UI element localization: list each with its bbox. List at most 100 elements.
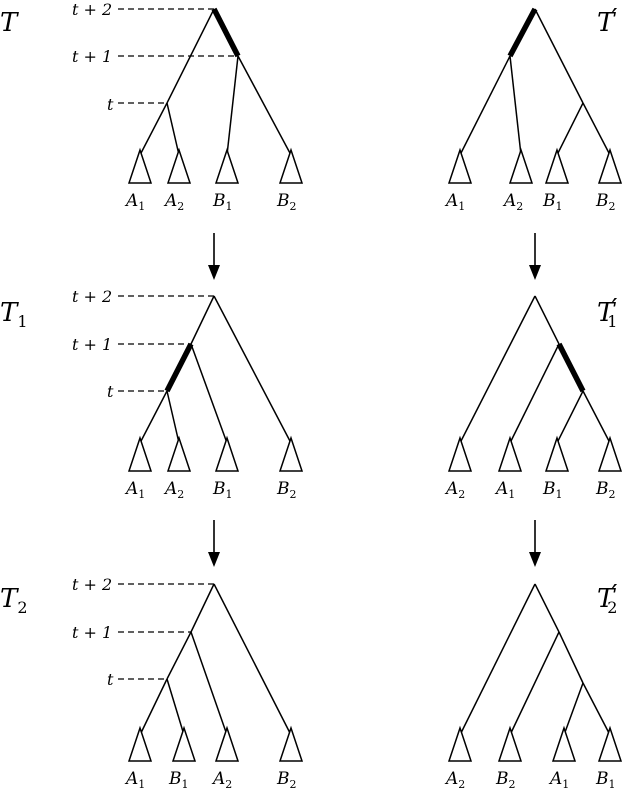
arrow-down-right [529, 520, 541, 567]
tree-T: T t + 2 t + 1 t A1 A2 B1 B2 [0, 0, 304, 213]
edge [582, 390, 611, 444]
edge [166, 678, 185, 736]
arrow-head [208, 265, 220, 280]
edge [459, 583, 536, 736]
edge [509, 55, 522, 156]
leaf-label: B1 [212, 191, 233, 213]
subtree-triangle [166, 435, 192, 472]
subtree-triangle [597, 147, 623, 184]
subtree-triangle [597, 725, 623, 762]
tree-T2: T2 t + 2 t + 1 t A1 B1 A2 B2 [0, 575, 304, 791]
subtree-triangle [278, 147, 304, 184]
arrow-head [208, 552, 220, 567]
leaf-label: B2 [495, 769, 516, 788]
tree-title-T2: T2 [0, 584, 28, 617]
edge-highlighted [164, 342, 194, 393]
edge [226, 55, 239, 156]
tree-title-T1-prime: T′1 [597, 294, 617, 331]
subtree-triangle [214, 435, 240, 472]
leaf-label: A1 [124, 191, 145, 213]
edge-highlighted [507, 7, 538, 58]
leaf-label: B2 [276, 479, 297, 501]
edge [556, 390, 584, 444]
edge [509, 343, 560, 444]
leaf-label: A1 [494, 479, 515, 501]
edge [556, 102, 584, 156]
leaf-label: A2 [502, 191, 523, 213]
subtree-triangle [551, 725, 577, 762]
edge [213, 295, 292, 444]
time-axis-T2: t + 2 t + 1 t [72, 575, 214, 689]
edge-highlighted [556, 342, 586, 393]
edge [534, 295, 560, 345]
subtree-triangle [447, 147, 473, 184]
time-label-t-plus-2: t + 2 [72, 0, 112, 19]
subtree-triangle [447, 435, 473, 472]
edge [139, 678, 168, 736]
time-label-t: t [107, 95, 114, 114]
edge [459, 295, 536, 444]
edge [558, 631, 584, 684]
leaf-label: A2 [163, 191, 184, 213]
leaf-label: A1 [548, 769, 569, 788]
edge [190, 295, 215, 345]
edge [190, 631, 228, 736]
tree-T1: T1 t + 2 t + 1 t A1 A2 B1 B2 [0, 287, 304, 501]
time-label-t: t [107, 670, 114, 689]
leaf-label: B2 [276, 191, 297, 213]
tree-title-T1: T1 [0, 298, 28, 331]
edge [166, 390, 180, 444]
subtree-triangle [166, 147, 192, 184]
leaf-label: A2 [444, 769, 465, 788]
time-axis-T: t + 2 t + 1 t [72, 0, 238, 114]
edge [190, 583, 215, 633]
leaf-label: A2 [444, 479, 465, 501]
leaf-label: A1 [124, 769, 145, 788]
tree-T1-prime: T′1 A2 A1 B1 B2 [444, 294, 623, 501]
leaf-label: B2 [595, 479, 616, 501]
subtree-triangle [497, 435, 523, 472]
leaf-label: B1 [542, 191, 563, 213]
time-label-t-plus-2: t + 2 [72, 287, 112, 306]
time-label-t-plus-1: t + 1 [72, 623, 112, 642]
edge [139, 102, 168, 156]
edge [563, 682, 584, 736]
time-label-t: t [107, 382, 114, 401]
edge [166, 8, 215, 104]
edge [509, 631, 560, 736]
subtree-triangle [278, 435, 304, 472]
leaf-label: B1 [168, 769, 189, 788]
leaf-label: B1 [212, 479, 233, 501]
subtree-triangle [544, 435, 570, 472]
leaf-label: B2 [276, 769, 297, 788]
tree-title-T2-prime: T′2 [597, 580, 617, 617]
leaf-label: A2 [163, 479, 184, 501]
subtree-triangle [544, 147, 570, 184]
arrow-down-right [529, 233, 541, 280]
edge [139, 390, 168, 444]
time-axis-T1: t + 2 t + 1 t [72, 287, 214, 401]
arrow-down-left [208, 233, 220, 280]
subtree-triangle [171, 725, 197, 762]
edge [534, 8, 584, 104]
subtree-triangle [597, 435, 623, 472]
edge [166, 102, 180, 156]
tree-T-prime: T′ A1 A2 B1 B2 [444, 4, 623, 213]
edge [459, 55, 511, 156]
edge [190, 343, 228, 444]
edge [213, 583, 292, 736]
edge-highlighted [211, 7, 241, 58]
subtree-triangle [508, 147, 534, 184]
subtree-triangle [214, 725, 240, 762]
leaf-label: A2 [211, 769, 232, 788]
leaf-label: B1 [595, 769, 616, 788]
edge [237, 55, 292, 156]
tree-title-T-prime: T′ [597, 4, 617, 38]
subtree-triangle [497, 725, 523, 762]
edge [582, 102, 611, 156]
subtree-triangle [127, 147, 153, 184]
time-label-t-plus-1: t + 1 [72, 47, 112, 66]
time-label-t-plus-2: t + 2 [72, 575, 112, 594]
